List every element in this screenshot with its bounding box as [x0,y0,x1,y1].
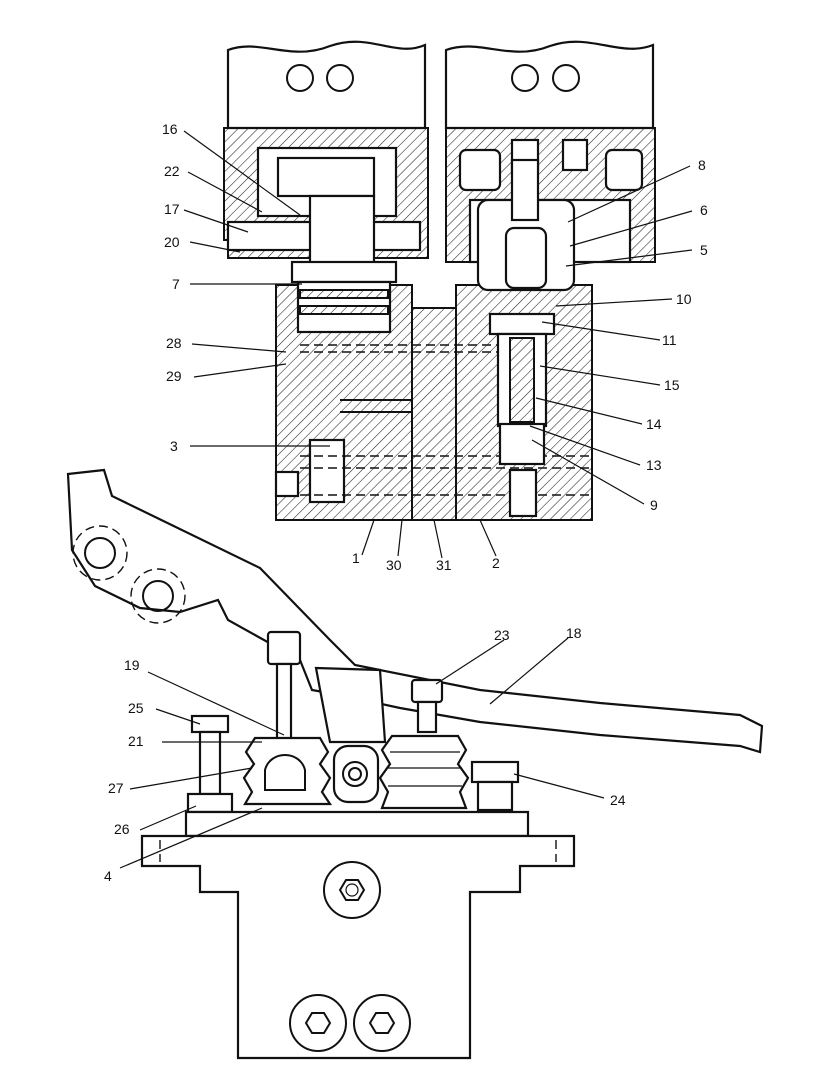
label-4: 4 [104,868,112,884]
label-23: 23 [494,627,510,643]
label-18: 18 [566,625,582,641]
label-14: 14 [646,416,662,432]
label-30: 30 [386,557,402,573]
leader-lines [119,130,693,869]
label-3: 3 [170,438,178,454]
label-1: 1 [352,550,360,566]
label-19: 19 [124,657,140,673]
label-31: 31 [436,557,452,573]
label-25: 25 [128,700,144,716]
label-27: 27 [108,780,124,796]
label-2: 2 [492,555,500,571]
bolts [186,714,520,814]
dust-boots [242,734,470,810]
label-28: 28 [166,335,182,351]
label-21: 21 [128,733,144,749]
label-13: 13 [646,457,662,473]
label-20: 20 [164,234,180,250]
base-housing [140,810,576,1060]
left-valve-section [274,260,413,521]
label-9: 9 [650,497,658,513]
label-26: 26 [114,821,130,837]
label-15: 15 [664,377,680,393]
label-5: 5 [700,242,708,258]
label-8: 8 [698,157,706,173]
middle-plate [300,307,590,521]
label-16: 16 [162,121,178,137]
part-labels: 16 22 17 20 7 28 29 3 8 6 5 10 11 15 14 … [104,121,708,884]
label-24: 24 [610,792,626,808]
label-29: 29 [166,368,182,384]
label-11: 11 [662,332,677,348]
upper-left-block [223,40,429,268]
label-6: 6 [700,202,708,218]
label-17: 17 [164,201,180,217]
label-7: 7 [172,276,180,292]
label-22: 22 [164,163,180,179]
right-valve-section [455,158,593,521]
label-10: 10 [676,291,692,307]
